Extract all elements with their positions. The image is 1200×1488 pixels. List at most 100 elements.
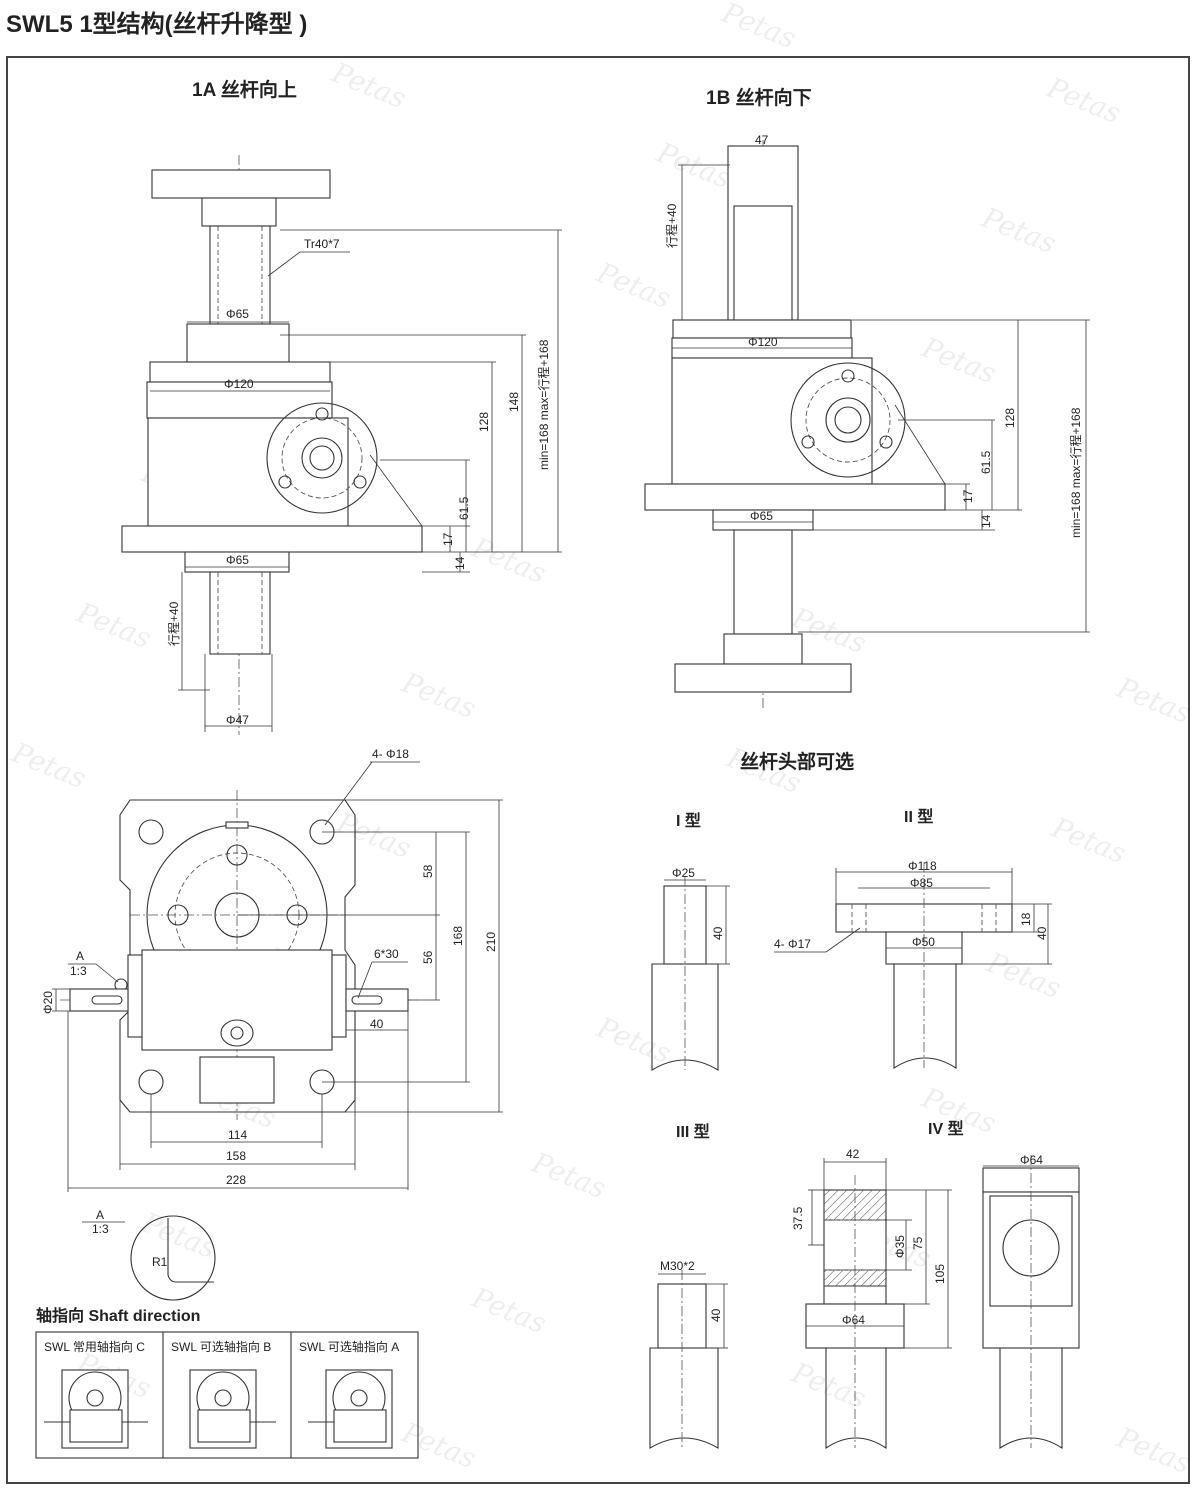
screw-head-type-4: IV 型 42 37.5 Φ35 xyxy=(791,1120,1080,1450)
drawing-frame xyxy=(6,56,1190,1484)
mini-jack-b xyxy=(189,1369,276,1449)
screw-head-type-2: II 型 Φ118 Φ85 Φ50 4- Φ17 18 xyxy=(774,808,1052,1070)
view-1b-travel: 行程+40 xyxy=(664,203,679,248)
type-1-label: I 型 xyxy=(676,812,701,830)
top-view-dim-228: 228 xyxy=(226,1173,246,1187)
detail-a-radius: R1 xyxy=(152,1255,168,1269)
watermark: Petas xyxy=(981,946,1065,1006)
watermark: Petas xyxy=(1041,71,1125,131)
watermark: Petas xyxy=(976,201,1060,261)
top-view-detail-scale: 1:3 xyxy=(70,964,87,978)
type-4-h2: 75 xyxy=(911,1236,925,1250)
type-3-len: 40 xyxy=(709,1308,723,1322)
view-1b-d-collar: Φ65 xyxy=(750,509,773,523)
shaft-direction: 轴指向 Shaft direction SWL 常用轴指向 C SWL 可选轴指… xyxy=(35,1306,419,1459)
view-1a-d-top-collar: Φ65 xyxy=(226,307,249,321)
type-2-d-boss: Φ50 xyxy=(912,935,935,949)
type-1-len: 40 xyxy=(711,926,725,940)
shaft-option-b: SWL 可选轴指向 B xyxy=(171,1339,271,1354)
watermark: Petas xyxy=(331,806,415,866)
view-1b-dim-14: 14 xyxy=(979,514,993,528)
type-3-label: III 型 xyxy=(676,1123,710,1141)
watermark: Petas xyxy=(1111,1421,1195,1481)
watermark: Petas xyxy=(786,1356,870,1416)
top-view-keyway: 6*30 xyxy=(374,947,399,961)
view-1a-dim-128: 128 xyxy=(477,412,491,432)
mini-jack-a xyxy=(308,1369,393,1449)
type-2-d-outer: Φ118 xyxy=(908,859,937,873)
type-4-h3: 105 xyxy=(933,1264,947,1284)
view-1a-title: 1A 丝杆向上 xyxy=(192,78,297,101)
watermark: Petas xyxy=(591,1011,675,1071)
type-4-label: IV 型 xyxy=(928,1120,964,1138)
watermark: Petas xyxy=(1046,811,1130,871)
view-1b: 1B 丝杆向下 47 行程+40 Φ120 Φ65 xyxy=(644,86,1090,710)
view-1b-dim-minmax: min=168 max=行程+168 xyxy=(1068,407,1083,538)
watermark: Petas xyxy=(526,1146,610,1206)
view-1a-dim-148: 148 xyxy=(507,392,521,412)
watermark: Petas xyxy=(916,331,1000,391)
view-1a-thread: Tr40*7 xyxy=(304,237,340,251)
view-1b-dim-128: 128 xyxy=(1003,408,1017,428)
top-view-dim-58: 58 xyxy=(421,864,435,878)
view-1a-travel: 行程+40 xyxy=(166,601,181,646)
view-1b-title: 1B 丝杆向下 xyxy=(706,86,812,109)
type-2-h: 40 xyxy=(1035,926,1049,940)
top-view-d-shaft: Φ20 xyxy=(41,991,55,1014)
detail-a-scale: 1:3 xyxy=(92,1222,109,1236)
view-1a-dim-14: 14 xyxy=(453,556,467,570)
top-view-dim-158: 158 xyxy=(226,1149,246,1163)
top-view-dim-210: 210 xyxy=(484,932,498,952)
type-4-d-side: Φ64 xyxy=(1020,1153,1043,1167)
top-view: 4- Φ18 6*30 A 1:3 Φ20 58 56 168 210 40 xyxy=(41,747,503,1192)
top-view-detail-ref: A xyxy=(76,949,84,963)
detail-a-ref: A xyxy=(96,1208,104,1222)
view-1a: 1A 丝杆向上 Tr40*7 Φ65 xyxy=(121,78,562,735)
type-4-d-hole: Φ35 xyxy=(893,1235,907,1258)
top-view-dim-114: 114 xyxy=(228,1128,247,1142)
watermark: Petas xyxy=(1111,671,1195,731)
type-2-t: 18 xyxy=(1019,912,1033,926)
type-2-label: II 型 xyxy=(904,808,933,826)
view-1a-d-flange: Φ120 xyxy=(224,377,254,391)
view-1a-d-bottom-collar: Φ65 xyxy=(226,553,249,567)
view-1a-d-screw: Φ47 xyxy=(226,713,249,727)
screw-heads-title: 丝杆头部可选 xyxy=(740,750,854,773)
type-4-h1: 37.5 xyxy=(791,1206,805,1230)
top-view-dim-168: 168 xyxy=(451,926,465,946)
watermark: Petas xyxy=(466,1281,550,1341)
watermark: Petas xyxy=(71,596,155,656)
type-4-d-base: Φ64 xyxy=(842,1313,865,1327)
type-2-holes: 4- Φ17 xyxy=(774,937,811,951)
type-4-w: 42 xyxy=(846,1147,860,1161)
watermark: Petas xyxy=(396,1416,480,1476)
page-title: SWL5 1型结构(丝杆升降型 ) xyxy=(6,11,308,38)
view-1b-d-flange: Φ120 xyxy=(748,335,778,349)
top-view-holes: 4- Φ18 xyxy=(372,747,409,761)
screw-head-type-1: I 型 Φ25 40 xyxy=(651,812,730,1071)
watermark: Petas xyxy=(591,256,675,316)
watermark: Petas xyxy=(326,56,410,116)
view-1a-dim-61-5: 61.5 xyxy=(457,496,471,520)
top-view-dim-56: 56 xyxy=(421,950,435,964)
shaft-option-a: SWL 可选轴指向 A xyxy=(299,1339,399,1354)
shaft-direction-title: 轴指向 Shaft direction xyxy=(36,1306,200,1325)
detail-a: A 1:3 R1 xyxy=(82,1208,216,1301)
watermark: Petas xyxy=(6,736,90,796)
type-3-thread: M30*2 xyxy=(660,1259,695,1273)
watermark: Petas xyxy=(396,666,480,726)
view-1a-dim-minmax: min=168 max=行程+168 xyxy=(536,339,551,470)
view-1b-dim-61-5: 61.5 xyxy=(979,450,993,474)
type-1-d: Φ25 xyxy=(672,866,695,880)
watermark: Petas xyxy=(466,531,550,591)
watermark: Petas xyxy=(716,0,800,55)
shaft-option-c: SWL 常用轴指向 C xyxy=(44,1339,145,1354)
view-1b-d-screw: 47 xyxy=(755,133,769,147)
top-view-dim-40: 40 xyxy=(370,1017,384,1031)
screw-head-type-3: III 型 M30*2 40 xyxy=(649,1123,728,1449)
screw-heads: 丝杆头部可选 I 型 Φ25 40 II 型 xyxy=(649,750,1080,1450)
type-2-d-pcd: Φ85 xyxy=(910,876,933,890)
view-1a-dim-17: 17 xyxy=(441,532,455,546)
view-1b-dim-17: 17 xyxy=(961,489,975,503)
